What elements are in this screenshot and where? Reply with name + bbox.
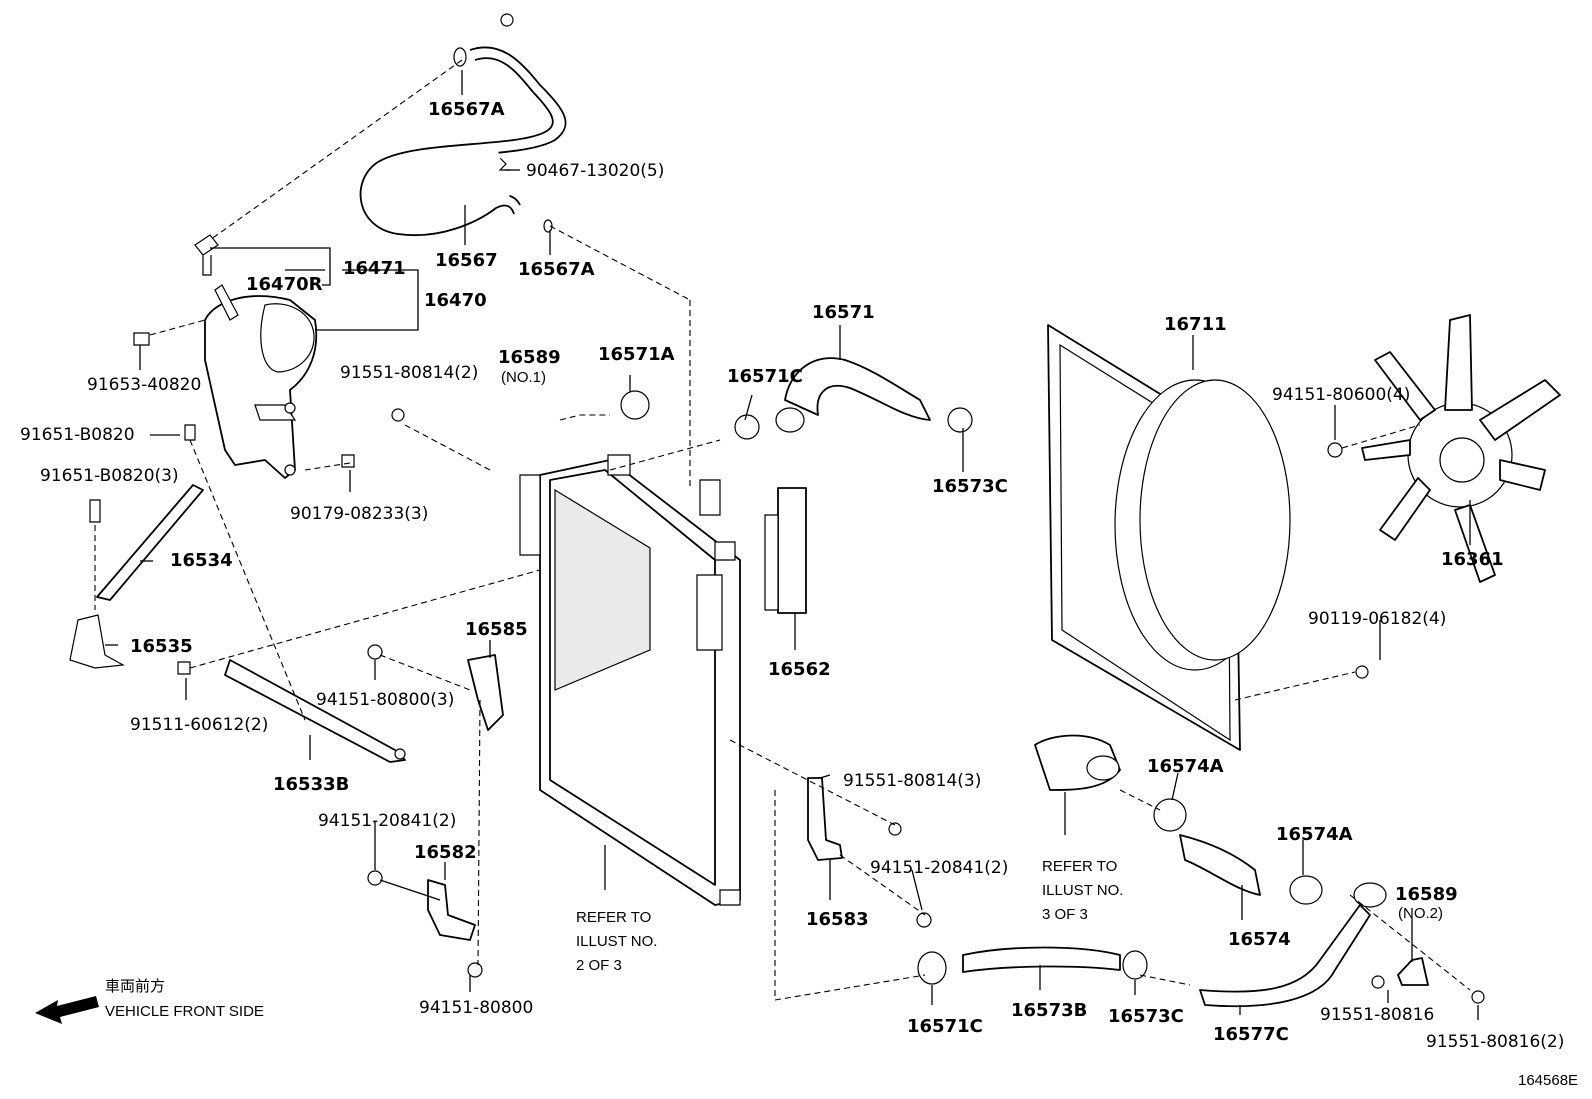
label-16471: 16471 xyxy=(343,258,406,279)
label-16589-no1-sub: (NO.1) xyxy=(501,369,546,386)
label-16574a-top: 16574A xyxy=(1147,756,1224,777)
label-16573c-bottom: 16573C xyxy=(1108,1006,1184,1027)
label-16562: 16562 xyxy=(768,659,831,680)
label-16571c-top: 16571C xyxy=(727,366,803,387)
label-16571c-bottom: 16571C xyxy=(907,1016,983,1037)
vehicle-front-jp: 車両前方 xyxy=(105,978,165,995)
label-16589-no2: 16589 xyxy=(1395,884,1458,905)
overflow-hose-16567 xyxy=(359,46,567,236)
label-91551-80816-2: 91551-80816(2) xyxy=(1426,1032,1564,1052)
reservoir-tank-16470 xyxy=(194,234,318,479)
bracket-16589-no2 xyxy=(1397,957,1429,986)
label-16574a-right: 16574A xyxy=(1276,824,1353,845)
label-16567: 16567 xyxy=(435,250,498,271)
label-91651-b0820-3: 91651-B0820(3) xyxy=(40,466,179,486)
refer-2-line1: REFER TO xyxy=(576,909,651,926)
bracket-16582 xyxy=(427,879,476,941)
label-91551-80814-3: 91551-80814(3) xyxy=(843,771,981,791)
front-arrow-icon xyxy=(35,996,99,1024)
label-16534: 16534 xyxy=(170,550,233,571)
refer-3-line2: ILLUST NO. xyxy=(1042,882,1123,899)
label-90179-08233: 90179-08233(3) xyxy=(290,504,428,524)
stays-left xyxy=(69,332,406,763)
label-16573c-top: 16573C xyxy=(932,476,1008,497)
refer-2-line3: 2 OF 3 xyxy=(576,957,622,974)
bracket-16583 xyxy=(807,777,843,861)
part-labels: 16567A 90467-13020(5) 16567 16567A 16471… xyxy=(20,99,1578,1089)
label-94151-80800-3: 94151-80800(3) xyxy=(316,690,454,710)
label-16361: 16361 xyxy=(1441,549,1504,570)
label-16535: 16535 xyxy=(130,636,193,657)
diagram-id: 164568E xyxy=(1518,1072,1578,1089)
label-16577c: 16577C xyxy=(1213,1024,1289,1045)
label-16533b: 16533B xyxy=(273,774,349,795)
label-16567a-top: 16567A xyxy=(428,99,505,120)
label-16573b: 16573B xyxy=(1011,1000,1087,1021)
label-16574: 16574 xyxy=(1228,929,1291,950)
label-94151-20841-2a: 94151-20841(2) xyxy=(318,811,456,831)
lower-hoses xyxy=(917,798,1387,1008)
label-16470r: 16470R xyxy=(246,274,323,295)
seal-16562 xyxy=(777,487,807,614)
label-91653-40820: 91653-40820 xyxy=(87,375,201,395)
label-90119-06182: 90119-06182(4) xyxy=(1308,609,1446,629)
refer-3-line3: 3 OF 3 xyxy=(1042,906,1088,923)
fan-shroud-16711 xyxy=(1047,324,1291,751)
label-94151-20841-2b: 94151-20841(2) xyxy=(870,858,1008,878)
label-94151-80600: 94151-80600(4) xyxy=(1272,385,1410,405)
label-91551-80816: 91551-80816 xyxy=(1320,1005,1434,1025)
label-94151-80800: 94151-80800 xyxy=(419,998,533,1018)
label-91511-60612: 91511-60612(2) xyxy=(130,715,268,735)
label-91651-b0820: 91651-B0820 xyxy=(20,425,135,445)
refer-3-line1: REFER TO xyxy=(1042,858,1117,875)
label-90467-13020: 90467-13020(5) xyxy=(526,161,664,181)
label-16583: 16583 xyxy=(806,909,869,930)
label-16571a: 16571A xyxy=(598,344,675,365)
label-16470: 16470 xyxy=(424,290,487,311)
label-16589-no2-sub: (NO.2) xyxy=(1398,905,1443,922)
refer-2-line2: ILLUST NO. xyxy=(576,933,657,950)
label-91551-80814-2: 91551-80814(2) xyxy=(340,363,478,383)
leader-lines xyxy=(94,59,1479,1020)
radiator-assembly xyxy=(519,454,741,906)
vehicle-front-en: VEHICLE FRONT SIDE xyxy=(105,1003,264,1020)
upper-hose-16571 xyxy=(734,357,973,440)
fasteners xyxy=(367,13,1485,1004)
label-16567a-right: 16567A xyxy=(518,259,595,280)
label-16585: 16585 xyxy=(465,619,528,640)
label-16582: 16582 xyxy=(414,842,477,863)
label-16589-no1: 16589 xyxy=(498,347,561,368)
fan-16361 xyxy=(1361,314,1561,583)
label-16711: 16711 xyxy=(1164,314,1227,335)
label-16571: 16571 xyxy=(812,302,875,323)
bracket-16585 xyxy=(467,654,504,731)
artwork xyxy=(35,13,1561,1024)
